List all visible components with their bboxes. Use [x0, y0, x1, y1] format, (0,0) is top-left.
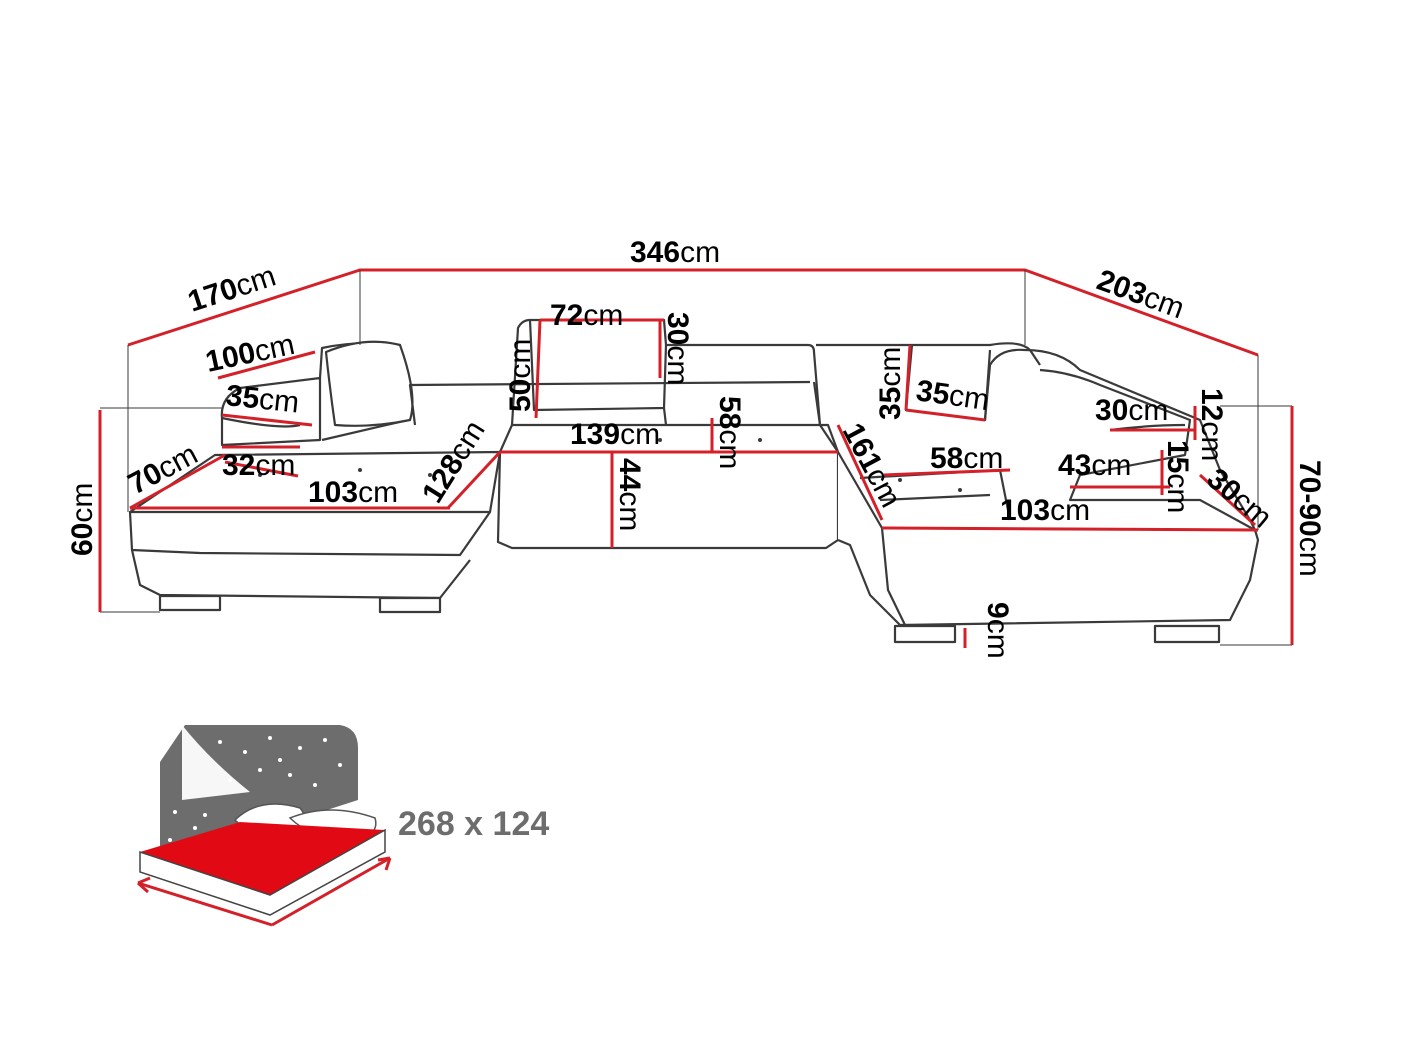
label-right-arm-width: 30cm: [1201, 462, 1278, 534]
label-middle-width: 139cm: [570, 418, 660, 451]
label-right-arm-top: 30cm: [1095, 394, 1168, 427]
label-left-diagonal: 128cm: [416, 415, 492, 509]
label-leg-height: 9cm: [981, 602, 1014, 659]
label-left-depth: 170cm: [184, 259, 280, 318]
label-headrest-height: 30cm: [661, 312, 694, 385]
label-right-seat-depth: 58cm: [930, 442, 1003, 475]
label-right-depth: 203cm: [1093, 264, 1189, 326]
sofa-outline: [128, 318, 1260, 644]
tufting: [258, 438, 962, 492]
label-right-arm-thickness: 12cm: [1195, 388, 1228, 461]
label-right-arm-height: 15cm: [1161, 440, 1194, 513]
label-right-chaise-length: 103cm: [1000, 494, 1090, 527]
label-total-width: 346cm: [630, 236, 720, 269]
label-middle-depth: 58cm: [713, 396, 746, 469]
label-left-armrest-width: 32cm: [222, 449, 295, 482]
label-right-headrest: 35cm: [874, 347, 907, 420]
bed-size-label: 268 x 124: [398, 805, 549, 843]
label-right-arm-length: 43cm: [1058, 449, 1131, 482]
label-left-height: 60cm: [66, 483, 99, 556]
label-left-armrest-depth: 35cm: [224, 379, 300, 419]
label-seat-height: 44cm: [613, 458, 646, 531]
label-left-chaise-width: 70cm: [123, 438, 203, 502]
dimension-lines: [98, 268, 1294, 648]
sleeping-function-icon: [136, 725, 392, 927]
label-right-back: 35cm: [914, 374, 991, 417]
label-left-seat-length: 100cm: [203, 328, 298, 379]
label-right-height-range: 70-90cm: [1293, 460, 1326, 577]
label-left-chaise-length: 103cm: [308, 476, 398, 509]
label-headrest-width: 72cm: [550, 299, 623, 332]
label-back-height: 50cm: [504, 339, 537, 412]
